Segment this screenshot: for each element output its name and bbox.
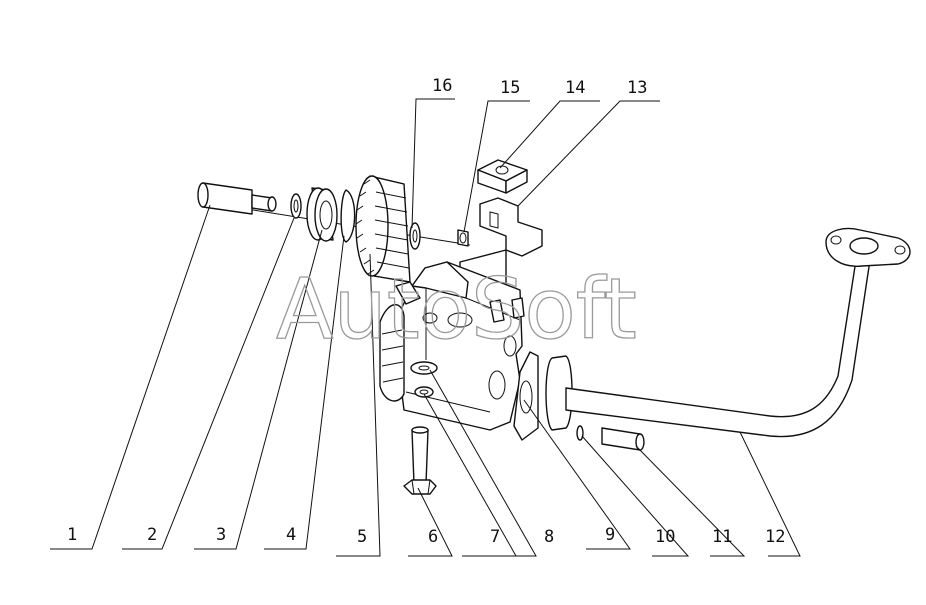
callout-7: 7	[490, 527, 500, 547]
part-6-bolt	[403, 426, 437, 495]
part-14-square-block	[477, 159, 528, 194]
pipe-flange	[545, 355, 573, 431]
assembly-axis	[209, 202, 471, 246]
part-9-gasket	[513, 351, 539, 441]
callout-15: 15	[500, 78, 520, 98]
callout-11: 11	[712, 527, 732, 547]
part-7-washer	[414, 386, 434, 398]
part-10-small-ring	[576, 425, 584, 441]
callout-1: 1	[67, 525, 77, 545]
callout-16: 16	[432, 76, 452, 96]
part-16-washer	[409, 222, 421, 250]
part-11-plug	[601, 427, 645, 451]
part-12-oil-pipe	[565, 227, 911, 438]
pump-housing	[379, 261, 525, 431]
leader-lines	[50, 98, 801, 557]
callout-12: 12	[765, 527, 785, 547]
callout-14: 14	[565, 78, 585, 98]
callout-10: 10	[655, 527, 675, 547]
part-8-washer	[410, 361, 438, 375]
callout-3: 3	[216, 525, 226, 545]
part-1-shaft	[197, 182, 277, 215]
callout-6: 6	[428, 527, 438, 547]
callout-labels: 1 2 3 4 5 6 7 8 9 10 11 12 13 14 15 16	[67, 76, 785, 547]
watermark-text: AutoSoft	[276, 260, 637, 358]
callout-13: 13	[627, 78, 647, 98]
part-5-gear	[355, 175, 411, 283]
part-15-nut	[457, 229, 469, 247]
callout-2: 2	[147, 525, 157, 545]
part-2-washer	[290, 193, 302, 219]
callout-8: 8	[544, 527, 554, 547]
part-4-snap-ring	[340, 189, 356, 243]
callout-4: 4	[286, 525, 296, 545]
callout-5: 5	[357, 527, 367, 547]
callout-9: 9	[605, 525, 615, 545]
part-3-bearing	[306, 187, 338, 242]
